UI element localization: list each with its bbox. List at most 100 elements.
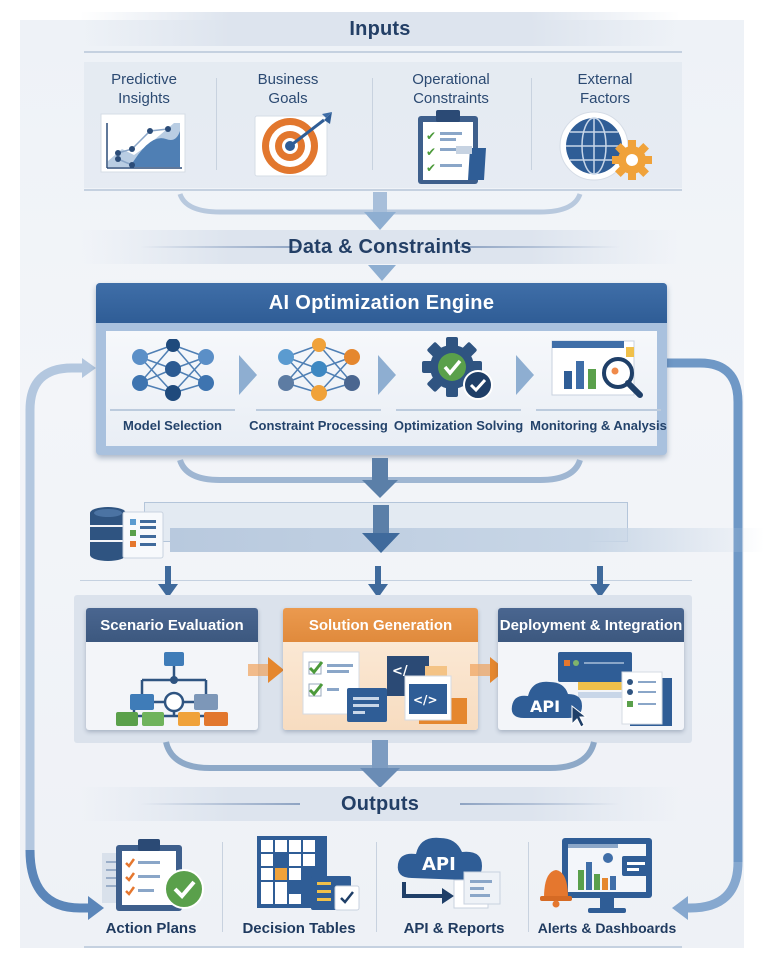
input-operational-constraints: Operational Constraints xyxy=(391,70,511,108)
input-business-goals: Business Goals xyxy=(228,70,348,108)
engine-header: AI Optimization Engine xyxy=(96,283,667,323)
globe-gear-icon xyxy=(559,111,652,181)
engine-steps: Model Selection Constraint Processing xyxy=(106,331,667,446)
chevron-right-icon xyxy=(378,355,396,395)
line-chart-icon xyxy=(100,113,186,173)
output-decision-tables: Decision Tables xyxy=(228,920,370,938)
merge-bracket-arrow xyxy=(163,740,597,788)
flowchart-icon xyxy=(116,652,228,726)
chart-magnifier-icon xyxy=(551,340,643,398)
api-report-icon: API xyxy=(397,837,501,909)
divider xyxy=(84,946,682,948)
api-cloud-icon: API xyxy=(511,652,672,728)
step-constraint-processing: Constraint Processing xyxy=(249,331,388,446)
input-label: Predictive xyxy=(111,71,177,88)
divider xyxy=(256,409,381,411)
divider xyxy=(460,803,620,805)
step-label: Optimization Solving xyxy=(393,418,524,433)
svg-text:API: API xyxy=(530,697,560,716)
input-label: External xyxy=(577,71,633,88)
step-monitoring-analysis: Monitoring & Analysis xyxy=(530,331,667,446)
engine-title: AI Optimization Engine xyxy=(268,291,495,314)
database-list-icon xyxy=(90,507,164,561)
svg-text:</>: </> xyxy=(413,693,438,707)
stage-body: API xyxy=(498,642,684,730)
svg-text:</: </ xyxy=(392,664,408,679)
separator xyxy=(222,842,223,932)
inputs-header: Inputs xyxy=(80,12,680,46)
separator xyxy=(528,842,529,932)
output-label: Alerts & Dashboards xyxy=(537,920,677,936)
code-documents-icon: </ </> xyxy=(302,651,467,724)
step-label: Monitoring & Analysis xyxy=(530,418,667,433)
arrow-down-icon xyxy=(158,566,178,598)
stage-title: Deployment & Integration xyxy=(498,608,684,642)
input-label: Factors xyxy=(579,90,630,107)
outputs-header: Outputs xyxy=(80,787,680,821)
arrow-right-icon xyxy=(248,657,284,683)
ai-optimization-engine: AI Optimization Engine Model Selection xyxy=(96,283,667,455)
stage-body: </ </> xyxy=(283,642,478,730)
divider xyxy=(84,51,682,53)
merge-bracket-arrow xyxy=(177,192,583,230)
input-label: Constraints xyxy=(413,90,489,107)
input-predictive-insights: Predictive Insights xyxy=(84,70,204,108)
divider xyxy=(110,409,235,411)
svg-text:✔: ✔ xyxy=(426,129,436,143)
svg-text:API: API xyxy=(422,854,456,875)
merge-bracket-arrow xyxy=(177,458,583,498)
data-constraints-title: Data & Constraints xyxy=(288,235,472,258)
stage-scenario-evaluation: Scenario Evaluation xyxy=(86,608,258,730)
neural-network-colored-icon xyxy=(278,338,360,401)
step-label: Constraint Processing xyxy=(249,418,388,433)
target-icon xyxy=(254,112,332,177)
stage-title: Solution Generation xyxy=(283,608,478,642)
input-external-factors: External Factors xyxy=(545,70,665,108)
clipboard-checklist-icon: ✔ ✔ ✔ xyxy=(418,110,486,184)
step-model-selection: Model Selection xyxy=(110,331,235,446)
divider xyxy=(80,580,692,581)
arrow-down-icon xyxy=(590,566,610,598)
divider xyxy=(460,246,620,248)
output-action-plans: Action Plans xyxy=(84,920,218,938)
bell-dashboard-icon xyxy=(540,838,652,913)
divider xyxy=(396,409,521,411)
divider xyxy=(140,246,300,248)
arrow-down-icon xyxy=(362,505,400,553)
table-grid-icon xyxy=(257,836,360,911)
divider xyxy=(140,803,300,805)
clipboard-check-icon xyxy=(102,839,204,911)
stage-deployment-integration: Deployment & Integration API xyxy=(498,608,684,730)
gear-check-icon xyxy=(422,337,493,400)
divider xyxy=(536,409,661,411)
outputs-title: Outputs xyxy=(340,792,420,815)
data-pipeline-flow xyxy=(170,528,764,552)
stage-body xyxy=(86,642,258,730)
data-constraints-header: Data & Constraints xyxy=(80,230,680,264)
input-label: Goals xyxy=(268,90,308,107)
separator xyxy=(372,78,373,170)
divider xyxy=(84,189,682,191)
output-api-reports: API & Reports xyxy=(384,920,524,938)
chevron-right-icon xyxy=(239,355,257,395)
separator xyxy=(376,842,377,932)
chevron-right-icon xyxy=(516,355,534,395)
stage-solution-generation: Solution Generation </ </> xyxy=(283,608,478,730)
step-optimization-solving: Optimization Solving xyxy=(394,331,523,446)
arrow-down-icon xyxy=(368,566,388,598)
separator xyxy=(216,78,217,170)
output-label: Action Plans xyxy=(105,920,197,937)
separator xyxy=(531,78,532,170)
step-label: Model Selection xyxy=(123,418,222,433)
inputs-title: Inputs xyxy=(349,17,411,40)
input-label: Business xyxy=(257,71,319,88)
svg-text:✔: ✔ xyxy=(426,161,436,175)
input-label: Operational xyxy=(412,71,490,88)
output-label: Decision Tables xyxy=(242,920,356,937)
stage-title: Scenario Evaluation xyxy=(86,608,258,642)
output-alerts-dashboards: Alerts & Dashboards xyxy=(532,920,682,938)
output-label: API & Reports xyxy=(403,920,505,937)
neural-network-icon xyxy=(132,339,214,401)
input-label: Insights xyxy=(118,90,170,107)
